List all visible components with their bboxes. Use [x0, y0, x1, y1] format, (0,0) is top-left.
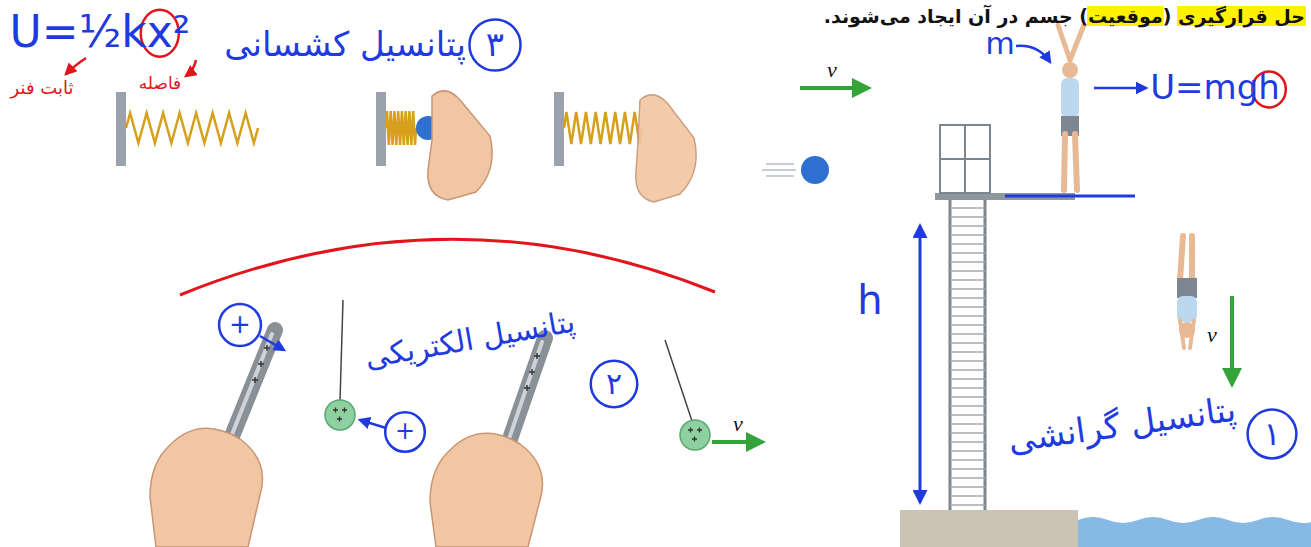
velocity-arrow	[712, 440, 762, 444]
railing	[940, 125, 990, 193]
height-label: h	[857, 277, 882, 323]
water	[1078, 517, 1311, 547]
spring-coil	[564, 112, 642, 144]
ring-mark	[591, 361, 638, 408]
charged-ball	[680, 420, 710, 450]
annotation-note: ثابت فنر	[11, 78, 74, 99]
charge-sign: +	[395, 418, 415, 446]
ball	[801, 156, 829, 184]
callout-number: ۳	[486, 25, 504, 64]
velocity-arrow	[1230, 296, 1234, 384]
wall	[116, 92, 126, 166]
ring-mark	[469, 19, 520, 70]
section-title: پتانسیل الکتریکی	[362, 305, 577, 376]
velocity-label: v	[827, 57, 837, 82]
arc-stroke	[180, 239, 715, 295]
ring-mark	[385, 412, 425, 452]
tower	[950, 200, 985, 510]
hand	[150, 428, 263, 547]
ground	[900, 510, 1078, 547]
hand	[636, 95, 696, 202]
section-title: پتانسیل کشسانی	[224, 25, 466, 64]
charge-sign: +	[229, 310, 251, 340]
velocity-arrow	[800, 86, 868, 90]
formula: U=½kx²	[10, 7, 191, 58]
spring-coil	[386, 111, 416, 145]
diver	[1177, 236, 1197, 348]
ring-mark	[219, 304, 261, 346]
wall	[376, 92, 386, 166]
heading-note: حل قرارگیری (موقعیت) جسم در آن ایجاد می‌…	[824, 6, 1305, 28]
callout-number: ۱	[1263, 416, 1280, 453]
spring-coil	[126, 113, 258, 143]
hand	[428, 91, 492, 200]
level-line	[1005, 195, 1135, 198]
springs	[126, 111, 642, 145]
section-title: پتانسیل گرانشی	[1006, 390, 1238, 461]
wall	[554, 92, 564, 166]
mass-label: m	[985, 27, 1014, 62]
velocity-label: v	[1207, 322, 1217, 347]
hand	[430, 433, 543, 547]
height-arrow	[919, 226, 922, 502]
charged-ball	[325, 400, 355, 430]
diver	[1058, 25, 1084, 190]
ring-mark	[1248, 410, 1297, 459]
formula: U=mgh	[1150, 68, 1280, 107]
annotation-note: فاصله	[139, 74, 181, 94]
velocity-label: v	[733, 411, 743, 436]
callout-number: ۲	[606, 367, 622, 402]
